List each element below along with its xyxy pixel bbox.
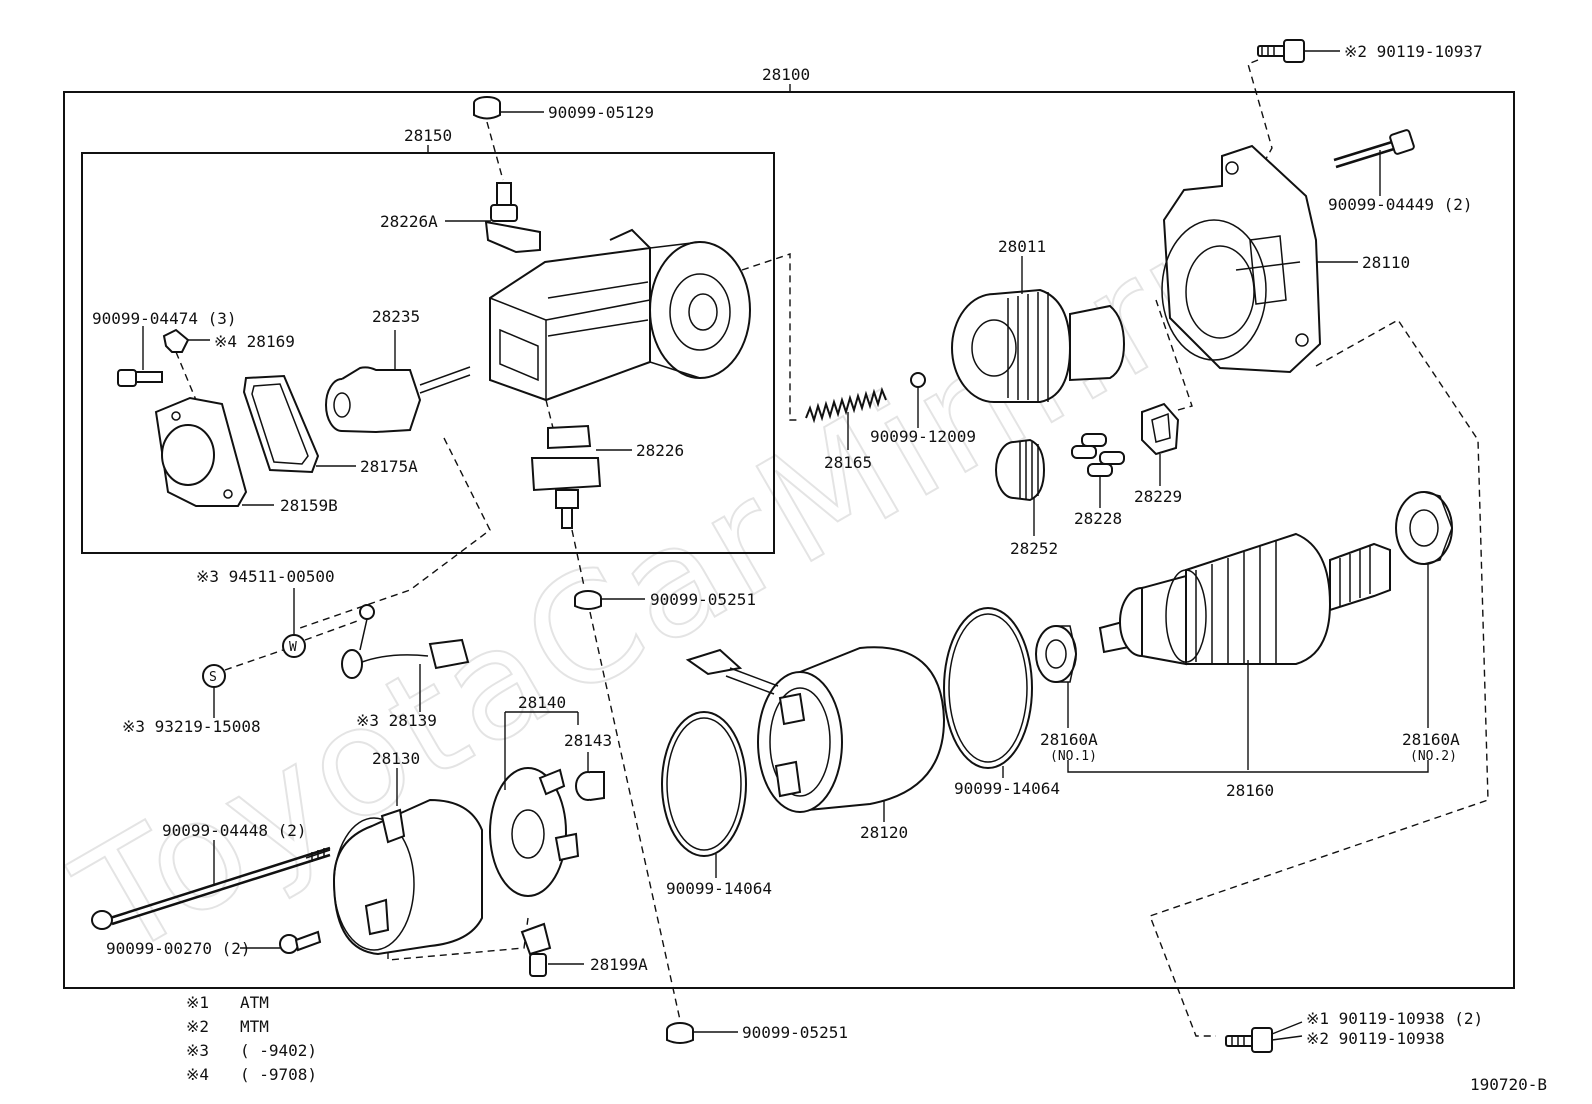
svg-text:※4: ※4 [186, 1065, 209, 1084]
terminal-28226[interactable] [530, 424, 602, 529]
label-28140: 28140 [518, 693, 566, 712]
label-28130: 28130 [372, 749, 420, 768]
label-28160A-no2-sub: (NO.2) [1410, 749, 1457, 764]
label-28228: 28228 [1074, 509, 1122, 528]
svg-text:ATM: ATM [240, 993, 269, 1012]
label-28235: 28235 [372, 307, 420, 326]
label-28150: 28150 [404, 126, 452, 145]
bolt-90119-10937[interactable] [1257, 39, 1305, 63]
yoke-28120[interactable] [685, 646, 946, 813]
gasket-28175A[interactable] [242, 374, 320, 474]
label-90119-10938-atm: ※1 90119-10938 (2) [1306, 1009, 1483, 1028]
bearing-28160A-no1[interactable] [1035, 625, 1077, 683]
svg-text:S: S [209, 670, 217, 685]
label-28011: 28011 [998, 237, 1046, 256]
label-28175A: 28175A [360, 457, 418, 476]
legend: ※1 ATM ※2 MTM ※3 ( -9402) ※4 ( -9708) [186, 993, 317, 1084]
label-28165: 28165 [824, 453, 872, 472]
label-28160A-no2: 28160A [1402, 730, 1460, 749]
clip-28169[interactable] [162, 328, 190, 353]
label-28229: 28229 [1134, 487, 1182, 506]
spring-28143[interactable] [575, 771, 605, 801]
end-frame-28130[interactable] [332, 798, 483, 956]
cap-90099-05251-mid[interactable] [574, 590, 602, 610]
o-ring-90099-14064-left[interactable] [661, 711, 747, 857]
label-28160: 28160 [1226, 781, 1274, 800]
label-28160A-no1-sub: (NO.1) [1050, 749, 1097, 764]
legend-item: ※1 ATM [186, 993, 269, 1012]
starter-clutch-28011[interactable] [951, 288, 1126, 403]
label-28100: 28100 [762, 65, 810, 84]
label-90099-04448: 90099-04448 (2) [162, 821, 307, 840]
plunger-28235[interactable] [325, 366, 471, 434]
svg-text:W: W [289, 640, 297, 655]
label-28110: 28110 [1362, 253, 1410, 272]
label-90119-10938-mtm: ※2 90119-10938 [1306, 1029, 1445, 1048]
assembly-frame-28100 [63, 91, 1515, 989]
label-28199A: 28199A [590, 955, 648, 974]
svg-text:※3: ※3 [186, 1041, 209, 1060]
label-90099-05129: 90099-05129 [548, 103, 654, 122]
svg-text:MTM: MTM [240, 1017, 269, 1036]
cap-90099-05251-bottom[interactable] [666, 1022, 694, 1044]
armature-28160[interactable] [1098, 532, 1391, 666]
terminal-28226A[interactable] [484, 182, 541, 254]
figure-code: 190720-B [1470, 1075, 1547, 1094]
o-ring-90099-14064-right[interactable] [943, 607, 1033, 769]
cap-90099-05129-top[interactable] [473, 96, 501, 120]
label-90099-05251-mid: 90099-05251 [650, 590, 756, 609]
legend-item: ※2 MTM [186, 1017, 269, 1036]
idler-gear-28252[interactable] [995, 438, 1046, 502]
bolt-90099-04449[interactable] [1333, 129, 1415, 169]
solenoid-housing [489, 228, 751, 402]
label-28252: 28252 [1010, 539, 1058, 558]
screw-90099-00270[interactable] [279, 930, 322, 954]
label-28120: 28120 [860, 823, 908, 842]
part-28199A[interactable] [520, 922, 552, 977]
svg-text:※2: ※2 [186, 1017, 209, 1036]
label-90099-14064-right: 90099-14064 [954, 779, 1060, 798]
retainer-28229[interactable] [1141, 402, 1180, 456]
washer-w[interactable]: W [282, 634, 306, 658]
label-28160A-no1: 28160A [1040, 730, 1098, 749]
washer-s[interactable]: S [202, 664, 226, 688]
label-90099-05251-bottom: 90099-05251 [742, 1023, 848, 1042]
svg-text:※1: ※1 [186, 993, 209, 1012]
starter-housing-28110[interactable] [1161, 144, 1322, 374]
through-bolt-90099-04448[interactable] [91, 846, 331, 930]
bolt-90099-04474[interactable] [117, 369, 163, 387]
label-28226A: 28226A [380, 212, 438, 231]
label-28226: 28226 [636, 441, 684, 460]
lead-wire-28139[interactable] [341, 604, 470, 679]
rollers-28228[interactable] [1071, 433, 1125, 477]
label-90119-10937: ※2 90119-10937 [1344, 42, 1483, 61]
bearing-28160A-no2[interactable] [1395, 491, 1453, 565]
ball-90099-12009[interactable] [910, 372, 926, 388]
label-90099-04449: 90099-04449 (2) [1328, 195, 1473, 214]
legend-item: ※3 ( -9402) [186, 1041, 317, 1060]
label-28169: ※4 28169 [214, 332, 295, 351]
cover-28159B[interactable] [154, 396, 248, 507]
label-28159B: 28159B [280, 496, 338, 515]
label-94511-00500: ※3 94511-00500 [196, 567, 335, 586]
spring-28165[interactable] [805, 386, 887, 424]
svg-text:( -9402): ( -9402) [240, 1041, 317, 1060]
label-90099-12009: 90099-12009 [870, 427, 976, 446]
label-28139: ※3 28139 [356, 711, 437, 730]
svg-text:( -9708): ( -9708) [240, 1065, 317, 1084]
label-90099-00270: 90099-00270 (2) [106, 939, 251, 958]
brush-holder-28140[interactable] [489, 767, 580, 897]
label-93219-15008: ※3 93219-15008 [122, 717, 261, 736]
label-28143: 28143 [564, 731, 612, 750]
legend-item: ※4 ( -9708) [186, 1065, 317, 1084]
label-90099-14064-left: 90099-14064 [666, 879, 772, 898]
bolt-90119-10938[interactable] [1225, 1027, 1273, 1053]
label-90099-04474: 90099-04474 (3) [92, 309, 237, 328]
